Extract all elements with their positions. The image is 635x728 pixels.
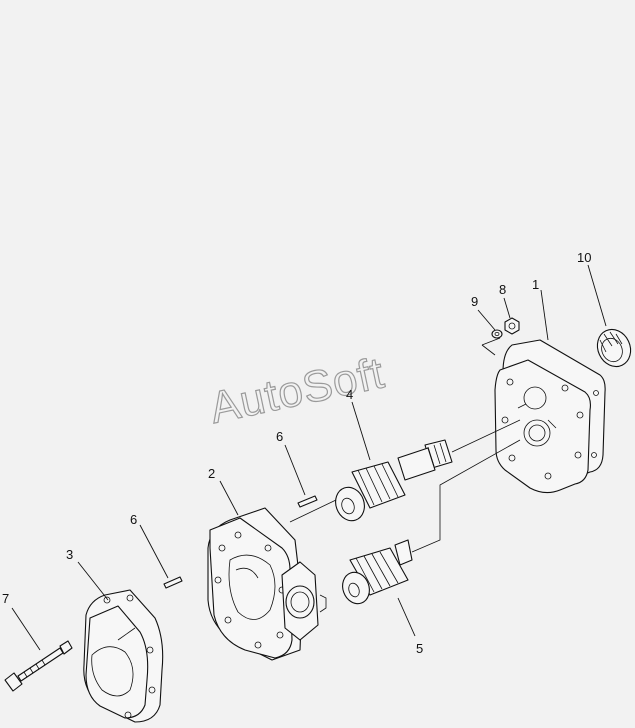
leader-6-lower	[139, 524, 169, 579]
leader-3	[77, 561, 109, 601]
part-nut	[504, 317, 520, 335]
part-front-cover	[83, 589, 164, 723]
callout-6-lower: 6	[130, 512, 137, 527]
part-bolt	[4, 640, 73, 692]
leader-8	[503, 297, 511, 319]
leader-1	[540, 289, 549, 341]
callout-5: 5	[416, 641, 423, 656]
callout-7: 7	[2, 591, 9, 606]
leader-10	[587, 264, 607, 327]
callout-2: 2	[208, 466, 215, 481]
callout-10: 10	[577, 250, 591, 265]
leader-5	[397, 597, 416, 637]
leader-9	[477, 309, 496, 331]
part-washer	[491, 329, 503, 339]
callout-1: 1	[532, 277, 539, 292]
part-oil-seal	[596, 328, 632, 368]
part-driven-gear	[342, 439, 521, 605]
callout-4: 4	[346, 387, 353, 402]
leader-6-upper	[284, 444, 306, 496]
callout-8: 8	[499, 282, 506, 297]
part-gear-case	[207, 499, 337, 661]
leader-7	[11, 607, 41, 651]
part-drive-gear-shaft	[335, 419, 521, 522]
callout-3: 3	[66, 547, 73, 562]
callout-6-upper: 6	[276, 429, 283, 444]
part-dowel-pin-upper	[297, 495, 318, 508]
leader-4	[351, 401, 371, 461]
callout-9: 9	[471, 294, 478, 309]
part-dowel-pin-lower	[163, 576, 183, 589]
leader-2	[219, 480, 239, 516]
part-rear-housing	[494, 339, 606, 494]
hardware-leader	[481, 337, 501, 356]
watermark-text: AutoSoft	[206, 348, 389, 433]
